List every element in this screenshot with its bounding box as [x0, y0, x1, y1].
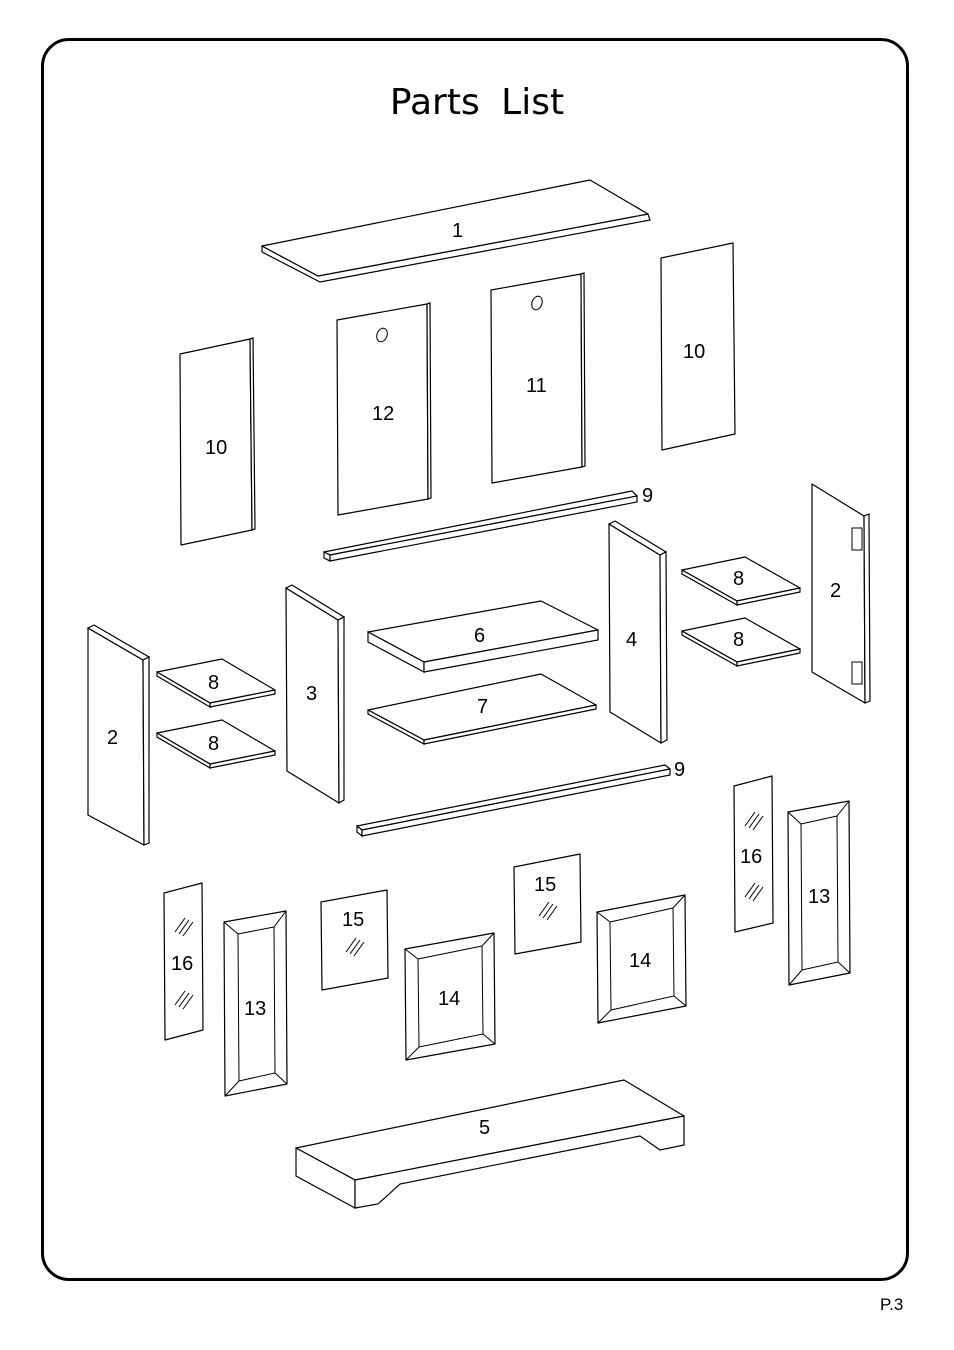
- part-label-1: 1: [452, 220, 463, 242]
- part-label-8a: 8: [208, 672, 219, 694]
- part-2-left-side: 2: [86, 624, 151, 846]
- part-8-shelf-left-upper: 8: [156, 658, 276, 709]
- part-label-8b: 8: [208, 733, 219, 755]
- part-label-4: 4: [626, 629, 637, 651]
- part-1-top-board: 1: [261, 179, 651, 283]
- part-label-3: 3: [306, 683, 317, 705]
- part-12-back-panel: 12: [336, 302, 432, 516]
- part-label-7: 7: [477, 696, 488, 718]
- part-2-right-side: 2: [811, 483, 871, 704]
- part-16-glass-left: 16: [163, 882, 204, 1041]
- part-4-divider: 4: [607, 520, 668, 744]
- part-8-shelf-right-lower: 8: [681, 617, 801, 668]
- part-14-door-right: 14: [596, 894, 687, 1024]
- part-label-13a: 13: [244, 998, 266, 1020]
- part-label-10b: 10: [683, 341, 705, 363]
- part-label-8d: 8: [733, 629, 744, 651]
- part-label-5: 5: [479, 1117, 490, 1139]
- part-5-base: 5: [295, 1079, 685, 1210]
- part-8-shelf-right-upper: 8: [681, 556, 801, 607]
- page-frame: [41, 38, 909, 1281]
- part-10-right-panel: 10: [660, 242, 736, 451]
- part-label-16a: 16: [171, 953, 193, 975]
- part-label-12: 12: [372, 403, 394, 425]
- part-label-13b: 13: [808, 886, 830, 908]
- part-label-15b: 15: [534, 874, 556, 896]
- part-label-9b: 9: [674, 759, 685, 781]
- part-7-shelf: 7: [367, 673, 597, 746]
- part-label-9a: 9: [642, 485, 653, 507]
- page-title: Parts List: [389, 82, 565, 123]
- part-label-2b: 2: [830, 580, 841, 602]
- part-6-shelf: 6: [367, 600, 599, 674]
- part-11-back-panel: 11: [490, 272, 586, 484]
- part-3-divider: 3: [284, 584, 346, 805]
- part-13-door-left: 13: [223, 910, 288, 1097]
- part-label-11: 11: [526, 375, 547, 397]
- part-9-lower-rail: 9: [356, 759, 685, 838]
- part-16-glass-right: 16: [733, 775, 774, 933]
- part-9-upper-rail: 9: [323, 485, 653, 562]
- part-label-6: 6: [474, 625, 485, 647]
- part-label-16b: 16: [740, 846, 762, 868]
- part-15-glass-left: 15: [320, 889, 389, 991]
- part-label-15a: 15: [342, 909, 364, 931]
- part-label-10a: 10: [205, 437, 227, 459]
- part-label-14a: 14: [438, 988, 460, 1010]
- part-13-door-right: 13: [787, 800, 851, 986]
- part-8-shelf-left-lower: 8: [156, 719, 276, 770]
- part-14-door-left: 14: [404, 932, 496, 1061]
- part-10-left-panel: 10: [179, 337, 256, 546]
- page-number: P.3: [880, 1295, 904, 1314]
- part-label-14b: 14: [629, 950, 651, 972]
- part-label-8c: 8: [733, 568, 744, 590]
- part-15-glass-right: 15: [513, 853, 582, 955]
- part-label-2a: 2: [107, 727, 118, 749]
